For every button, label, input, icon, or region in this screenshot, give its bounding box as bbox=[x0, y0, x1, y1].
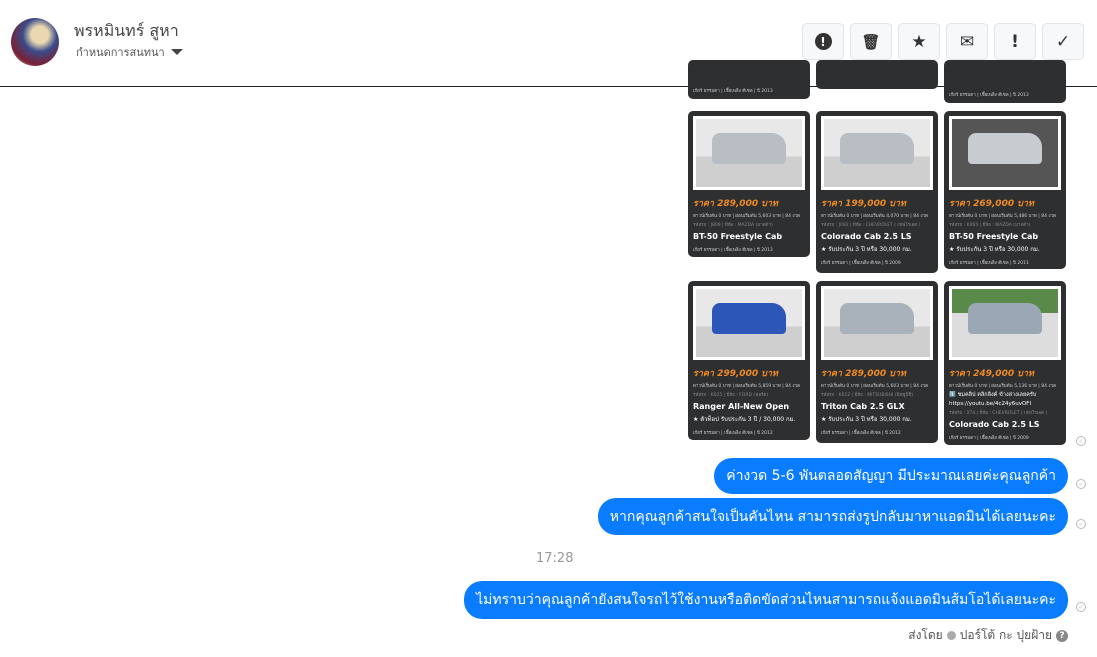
car-title: Colorado Cab 2.5 LS bbox=[949, 420, 1040, 429]
conversation-header: พรหมินทร์ สูหา กำหนดการสนทนา ! 🗑 ★ ✉ ! ✓ bbox=[0, 0, 1097, 87]
mark-done-button[interactable]: ✓ bbox=[1042, 23, 1084, 60]
car-video-note: 1️⃣ ชมคลิป คลิกลิงค์ ข้างล่างเลยครับ bbox=[949, 392, 1037, 398]
mark-unread-button[interactable]: ✉ bbox=[946, 23, 988, 60]
sent-by: ส่งโดย ปอร์โต้ กะ ปุยฝ้าย ? bbox=[908, 626, 1068, 645]
car-card[interactable]: ราคา 249,000 บาท ดาวน์เริ่มต้น 0 บาท | ผ… bbox=[944, 281, 1066, 445]
car-card-partial[interactable] bbox=[816, 60, 938, 89]
help-icon[interactable]: ? bbox=[1056, 629, 1068, 642]
car-finance: ดาวน์เริ่มต้น 0 บาท | ผ่อนเริ่มต้น 4,070… bbox=[821, 214, 929, 219]
car-finance: ดาวน์เริ่มต้น 0 บาท | ผ่อนเริ่มต้น 5,603… bbox=[693, 214, 801, 219]
car-finance: ดาวน์เริ่มต้น 0 บาท | ผ่อนเริ่มต้น 5,859… bbox=[693, 384, 801, 389]
seen-icon: ✓ bbox=[1076, 436, 1086, 446]
timestamp: 17:28 bbox=[536, 551, 574, 566]
car-finance: ดาวน์เริ่มต้น 0 บาท | ผ่อนเริ่มต้น 5,603… bbox=[821, 384, 929, 389]
message-bubble[interactable]: หากคุณลูกค้าสนใจเป็นคันไหน สามารถส่งรูปก… bbox=[597, 498, 1068, 535]
car-photo bbox=[693, 116, 805, 190]
car-specs: เกียร์ ธรรมดา | เชื้อเพลิง ดีเซล | ปี 20… bbox=[693, 431, 773, 436]
car-video-link[interactable]: https://youtu.be/4c24y6uvOFI bbox=[949, 401, 1032, 407]
star-button[interactable]: ★ bbox=[898, 23, 940, 60]
star-icon: ★ bbox=[911, 31, 927, 52]
card-footer: เกียร์ ธรรมดา | เชื้อเพลิง ดีเซล | ปี 20… bbox=[949, 93, 1029, 98]
check-icon: ✓ bbox=[1055, 31, 1071, 52]
sender-name[interactable]: ปอร์โต้ กะ ปุยฝ้าย bbox=[959, 628, 1052, 642]
car-card[interactable]: ราคา 299,000 บาท ดาวน์เริ่มต้น 0 บาท | ผ… bbox=[688, 281, 810, 440]
car-meta: รหัสรถ : J809 | ยี่ห้อ : MAZDA (มาสด้า) bbox=[693, 223, 773, 228]
car-price: ราคา 269,000 บาท bbox=[949, 199, 1034, 209]
car-title: Ranger All-New Open bbox=[693, 402, 790, 411]
contact-name[interactable]: พรหมินทร์ สูหา bbox=[74, 21, 179, 40]
car-meta: รหัสรถ : J092 | ยี่ห้อ : CHEVROLET ( เชฟ… bbox=[821, 223, 921, 228]
car-meta: รหัสรถ : K012 | ยี่ห้อ : MITSUBISHI (มิต… bbox=[821, 393, 914, 398]
car-card[interactable]: ราคา 289,000 บาท ดาวน์เริ่มต้น 0 บาท | ผ… bbox=[688, 111, 810, 257]
car-meta: รหัสรถ : K065 | ยี่ห้อ : MAZDA (มาสด้า) bbox=[949, 223, 1031, 228]
caret-down-icon bbox=[170, 49, 183, 55]
message-text: ไม่ทราบว่าคุณลูกค้ายังสนใจรถไว้ใช้งานหรื… bbox=[476, 592, 1056, 608]
car-meta: รหัสรถ : 274 | ยี่ห้อ : CHEVROLET ( เชฟโ… bbox=[949, 411, 1048, 416]
message-text: ค่างวด 5-6 พันตลอดสัญญา มีประมาณเลยค่ะคุ… bbox=[726, 468, 1056, 484]
car-price: ราคา 249,000 บาท bbox=[949, 369, 1034, 379]
car-card[interactable]: ราคา 269,000 บาท ดาวน์เริ่มต้น 0 บาท | ผ… bbox=[944, 111, 1066, 269]
car-price: ราคา 299,000 บาท bbox=[693, 369, 778, 379]
conversation-settings-dropdown[interactable]: กำหนดการสนทนา bbox=[76, 43, 183, 61]
message-bubble[interactable]: ค่างวด 5-6 พันตลอดสัญญา มีประมาณเลยค่ะคุ… bbox=[714, 458, 1068, 494]
car-specs: เกียร์ ธรรมดา | เชื้อเพลิง ดีเซล | ปี 20… bbox=[821, 261, 901, 266]
important-button[interactable]: ! bbox=[994, 23, 1036, 60]
envelope-icon: ✉ bbox=[959, 31, 975, 52]
car-photo bbox=[949, 286, 1061, 360]
car-warranty: ★ รับประกัน 3 ปี หรือ 30,000 กม. bbox=[821, 246, 912, 253]
car-meta: รหัสรถ : K025 | ยี่ห้อ : FORD (ฟอร์ด) bbox=[693, 393, 769, 398]
message-text: หากคุณลูกค้าสนใจเป็นคันไหน สามารถส่งรูปก… bbox=[609, 508, 1056, 525]
car-warranty: ★ ตัวท็อป รับประกัน 3 ปี / 30,000 กม. bbox=[693, 416, 796, 423]
toolbar: ! 🗑 ★ ✉ ! ✓ bbox=[802, 23, 1084, 60]
car-card[interactable]: ราคา 289,000 บาท ดาวน์เริ่มต้น 0 บาท | ผ… bbox=[816, 281, 938, 443]
car-warranty: ★ รับประกัน 3 ปี หรือ 30,000 กม. bbox=[949, 246, 1040, 253]
car-specs: เกียร์ ธรรมดา | เชื้อเพลิง ดีเซล | ปี 20… bbox=[693, 248, 773, 253]
card-footer: เกียร์ ธรรมดา | เชื้อเพลิง ดีเซล | ปี 20… bbox=[693, 89, 773, 94]
car-title: Triton Cab 2.5 GLX bbox=[821, 402, 905, 411]
car-finance: ดาวน์เริ่มต้น 0 บาท | ผ่อนเริ่มต้น 5,486… bbox=[949, 214, 1057, 219]
trash-icon: 🗑 bbox=[861, 32, 881, 51]
conversation-settings-label: กำหนดการสนทนา bbox=[76, 46, 165, 59]
car-title: BT-50 Freestyle Cab bbox=[949, 232, 1039, 241]
alert-button[interactable]: ! bbox=[802, 23, 844, 60]
car-photo bbox=[821, 116, 933, 190]
alert-circle-icon: ! bbox=[814, 33, 832, 50]
car-specs: เกียร์ ธรรมดา | เชื้อเพลิง ดีเซล | ปี 20… bbox=[949, 436, 1029, 441]
car-title: Colorado Cab 2.5 LS bbox=[821, 232, 912, 241]
check-circle-icon bbox=[946, 631, 956, 640]
car-title: BT-50 Freestyle Cab bbox=[693, 232, 783, 241]
sent-by-label: ส่งโดย bbox=[908, 628, 943, 642]
car-price: ราคา 289,000 บาท bbox=[821, 369, 906, 379]
car-card-partial[interactable]: เกียร์ ธรรมดา | เชื้อเพลิง ดีเซล | ปี 20… bbox=[688, 60, 810, 99]
car-photo bbox=[693, 286, 805, 360]
car-specs: เกียร์ ธรรมดา | เชื้อเพลิง ดีเซล | ปี 20… bbox=[821, 431, 901, 436]
seen-icon: ✓ bbox=[1076, 602, 1086, 612]
car-price: ราคา 289,000 บาท bbox=[693, 199, 778, 209]
car-card-partial[interactable]: เกียร์ ธรรมดา | เชื้อเพลิง ดีเซล | ปี 20… bbox=[944, 60, 1066, 103]
car-photo bbox=[821, 286, 933, 360]
car-finance: ดาวน์เริ่มต้น 0 บาท | ผ่อนเริ่มต้น 5,136… bbox=[949, 384, 1057, 389]
car-card[interactable]: ราคา 199,000 บาท ดาวน์เริ่มต้น 0 บาท | ผ… bbox=[816, 111, 938, 273]
car-specs: เกียร์ ธรรมดา | เชื้อเพลิง ดีเซล | ปี 20… bbox=[949, 261, 1029, 266]
avatar[interactable] bbox=[11, 18, 59, 66]
seen-icon: ✓ bbox=[1076, 479, 1086, 489]
car-warranty: ★ รับประกัน 3 ปี หรือ 30,000 กม. bbox=[821, 416, 912, 423]
exclamation-icon: ! bbox=[1011, 31, 1019, 52]
delete-button[interactable]: 🗑 bbox=[850, 23, 892, 60]
message-bubble[interactable]: ไม่ทราบว่าคุณลูกค้ายังสนใจรถไว้ใช้งานหรื… bbox=[464, 581, 1068, 619]
car-photo bbox=[949, 116, 1061, 190]
car-price: ราคา 199,000 บาท bbox=[821, 199, 906, 209]
seen-icon: ✓ bbox=[1076, 519, 1086, 529]
